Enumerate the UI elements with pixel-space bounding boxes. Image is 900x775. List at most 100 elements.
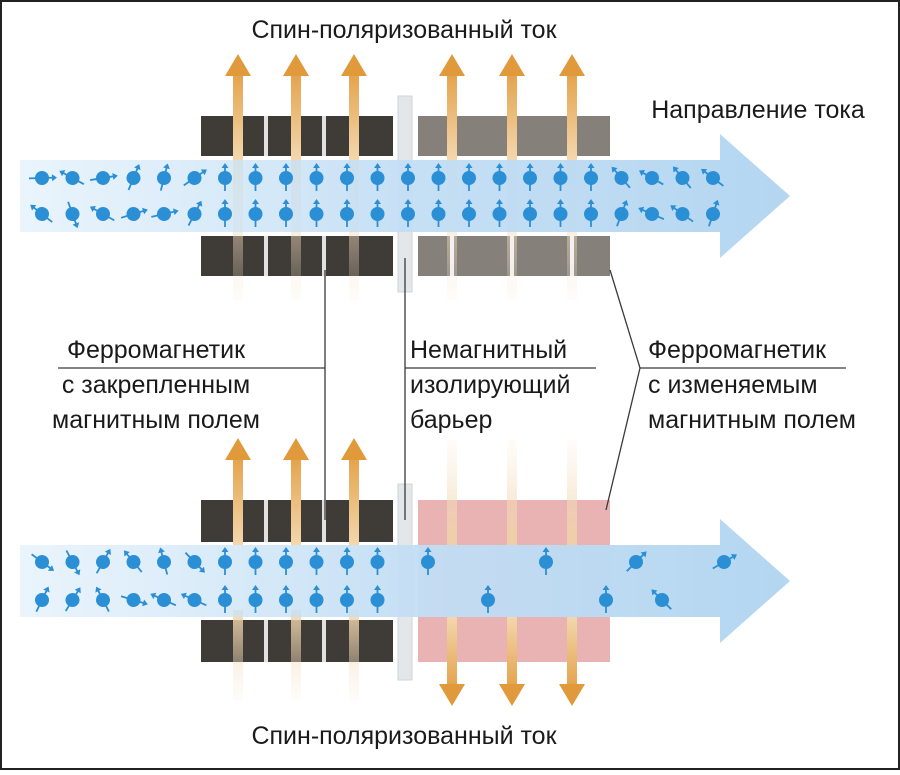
electron-spin-tip — [484, 585, 492, 590]
electron-spin-tip — [158, 547, 165, 554]
electron-body — [279, 555, 293, 569]
electron-spin-tip — [313, 585, 320, 590]
layer-gap — [322, 620, 326, 662]
electron — [626, 551, 647, 572]
state-parallel — [20, 54, 790, 300]
electron — [712, 553, 737, 570]
spin-arrow-stem — [447, 72, 457, 160]
spin-arrow-head — [559, 54, 585, 76]
electron — [421, 547, 435, 575]
electron-spin-tip — [435, 163, 442, 168]
electron — [65, 201, 80, 229]
barrier-line-2: изолирующий — [410, 371, 570, 399]
electron-body — [65, 207, 80, 221]
electron-body — [279, 207, 293, 221]
electron-spin-tip — [343, 547, 351, 552]
electron — [279, 547, 293, 575]
electron-spin-tip — [74, 587, 81, 594]
spin-arrow-stem — [507, 617, 517, 688]
electron-body — [35, 593, 49, 607]
electron — [279, 163, 293, 191]
current-direction-label: Направление тока — [651, 96, 865, 124]
electron — [309, 585, 324, 613]
electron-spin-tip — [43, 586, 50, 593]
electron-spin-tip — [611, 166, 618, 173]
electron-spin-tip — [557, 199, 564, 204]
electron-body — [340, 207, 354, 221]
electron-body — [187, 555, 202, 569]
electron-spin-tip — [701, 168, 708, 175]
electron-spin-tip — [313, 199, 320, 204]
spin-arrow-tail — [567, 440, 577, 545]
bottom-current-label: Спин-поляризованный ток — [251, 722, 557, 750]
electron-spin-tip — [621, 199, 629, 206]
electron-body — [523, 171, 537, 185]
electron-spin-tip — [712, 199, 720, 206]
electron-spin-tip — [343, 163, 351, 168]
electron — [248, 547, 263, 575]
spin-arrow-head — [283, 54, 309, 76]
bottom-current-arrow — [20, 519, 790, 643]
electron — [279, 585, 293, 613]
barrier-line-3: барьер — [410, 406, 492, 434]
electron-spin-tip — [343, 199, 351, 204]
electron-spin-tip — [638, 206, 645, 214]
electron-spin-tip — [282, 163, 290, 168]
electron-spin-tip — [163, 163, 170, 170]
electron-body — [248, 171, 263, 185]
spin-arrow-stem — [291, 456, 301, 545]
bottom-electrons — [31, 547, 737, 613]
electron-spin-tip — [587, 163, 595, 168]
electron-spin-tip — [542, 547, 550, 552]
electron-body — [340, 593, 354, 607]
electron — [126, 164, 141, 191]
electron — [65, 550, 81, 576]
free-ferromagnet-line-2: с изменяемым — [648, 371, 818, 399]
layer-gap — [264, 116, 268, 156]
layer-gap — [450, 236, 454, 276]
electron — [611, 166, 631, 189]
electron-body — [431, 171, 446, 185]
electron-body — [35, 555, 49, 569]
electron-spin-tip — [282, 199, 290, 204]
electron — [35, 586, 50, 613]
electron-body — [279, 171, 293, 185]
electron — [89, 206, 115, 222]
electron-body — [401, 207, 415, 221]
electron — [184, 552, 205, 573]
electron — [401, 163, 415, 191]
electron-body — [248, 207, 263, 221]
electron — [95, 586, 110, 612]
electron-spin-tip — [252, 585, 259, 590]
electron-body — [584, 207, 598, 221]
electron — [553, 199, 568, 227]
barrier-line-1: Немагнитный — [410, 336, 567, 364]
electron-body — [421, 555, 435, 569]
electron — [481, 585, 495, 613]
electron-body — [553, 207, 568, 221]
electron — [370, 547, 385, 575]
fixed-ferromagnet-line-1: Ферромагнетик — [67, 336, 246, 364]
state-antiparallel — [20, 438, 790, 706]
leader-free-upper — [609, 269, 641, 369]
electron-spin-tip — [221, 547, 229, 552]
electron — [64, 587, 81, 612]
electron — [553, 163, 568, 191]
electron — [150, 592, 177, 607]
electron — [492, 199, 507, 227]
electron-body — [35, 171, 49, 185]
spin-arrow-head — [341, 54, 367, 76]
electron-spin-tip — [252, 547, 259, 552]
electron — [701, 168, 724, 187]
electron-spin-tip — [730, 553, 737, 561]
electron-spin-tip — [30, 204, 37, 211]
electron — [28, 171, 57, 185]
electron-spin-tip — [134, 164, 141, 171]
electron-body — [492, 207, 507, 221]
layer-gap — [510, 236, 514, 276]
electron-spin-tip — [313, 163, 320, 168]
electron-spin-tip — [343, 585, 351, 590]
electron-spin-tip — [404, 199, 412, 204]
